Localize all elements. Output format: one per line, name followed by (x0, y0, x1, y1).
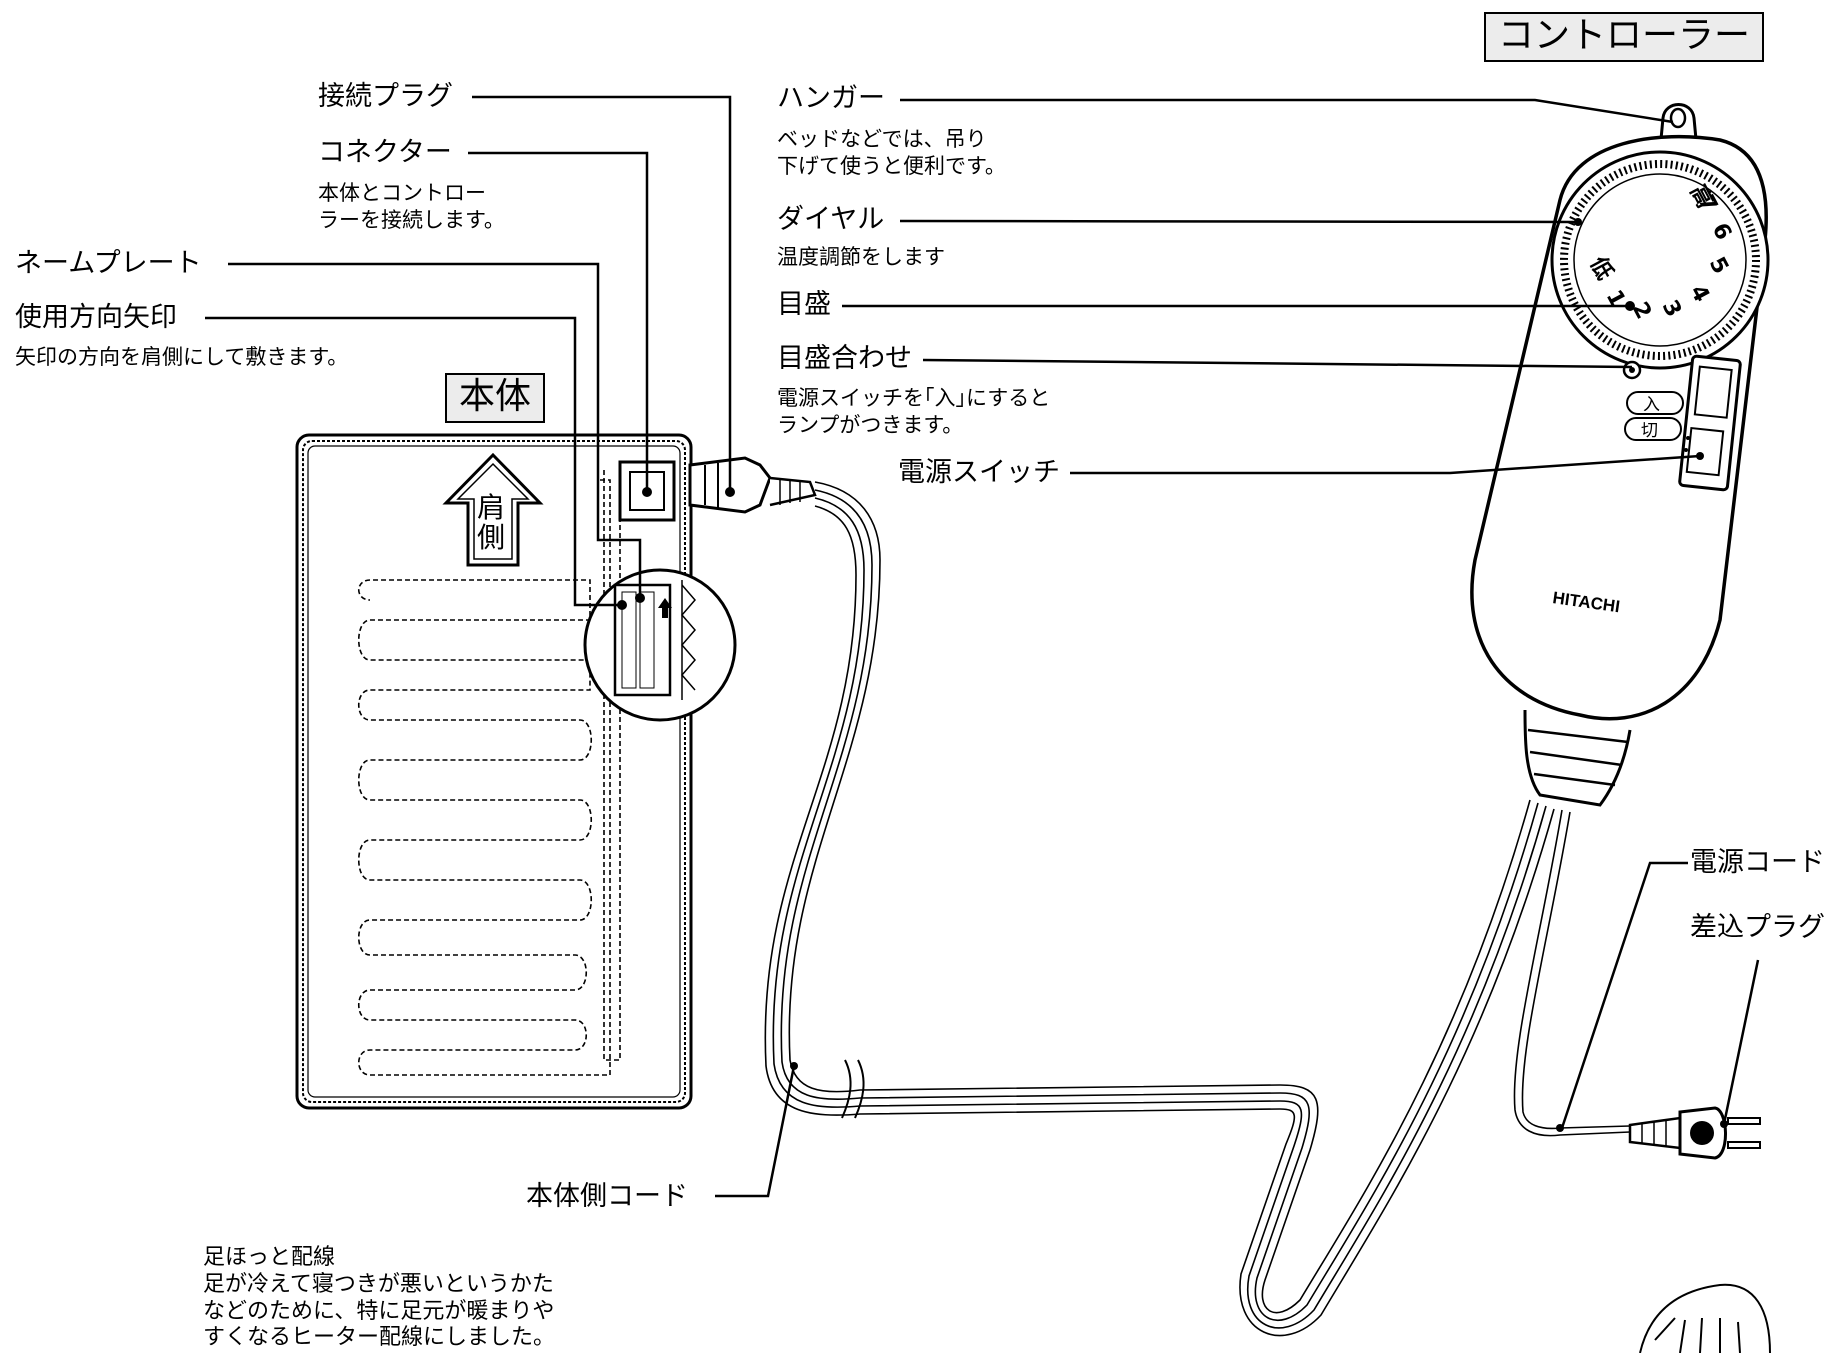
heater-wiring (357, 479, 611, 1076)
label-power-cord: 電源コード (1690, 847, 1825, 878)
label-dial: ダイヤル (777, 204, 885, 235)
switch-on-label: 入 (1643, 395, 1660, 415)
label-scale: 目盛 (777, 289, 831, 320)
label-body-cord: 本体側コード (526, 1181, 688, 1212)
desc-connector: 本体とコントロー ラーを接続します。 (318, 181, 505, 232)
body-cord (764, 481, 1555, 1337)
desc-direction-arrow: 矢印の方向を肩側にして敷きます。 (15, 345, 349, 369)
arrow-text-2: 側 (477, 521, 506, 554)
wiring-note: 足ほっと配線 足が冷えて寝つきが悪いというかた などのために、特に足元が暖まりや… (203, 1245, 556, 1351)
connect-plug (688, 456, 817, 514)
hand-sketch (1639, 1283, 1771, 1353)
controller (1470, 103, 1770, 807)
label-connector: コネクター (318, 137, 452, 168)
plug-icon (1628, 1106, 1761, 1160)
leader-lines (205, 95, 1760, 1198)
desc-scale-align: 電源スイッチを｢入｣にすると ランプがつきます。 (777, 386, 1051, 437)
label-hanger: ハンガー (777, 83, 885, 114)
controller-title: コントローラー (1484, 12, 1765, 62)
label-power-switch: 電源スイッチ (898, 457, 1060, 488)
label-connect-plug: 接続プラグ (318, 81, 453, 112)
label-direction-arrow: 使用方向矢印 (15, 302, 177, 333)
label-scale-align: 目盛合わせ (777, 343, 912, 374)
desc-hanger: ベッドなどでは、吊り 下げて使うと便利です。 (777, 127, 1006, 178)
switch-off-label: 切 (1641, 421, 1658, 441)
desc-dial: 温度調節をします (777, 245, 945, 269)
label-nameplate: ネームプレート (15, 248, 202, 279)
body-title: 本体 (445, 373, 546, 423)
nameplate (583, 568, 737, 722)
label-plug: 差込プラグ (1690, 912, 1825, 943)
arrow-text-1: 肩 (477, 491, 506, 524)
heater-pad (295, 433, 693, 1110)
direction-arrow-icon (442, 452, 544, 567)
power-cord (1513, 809, 1631, 1137)
